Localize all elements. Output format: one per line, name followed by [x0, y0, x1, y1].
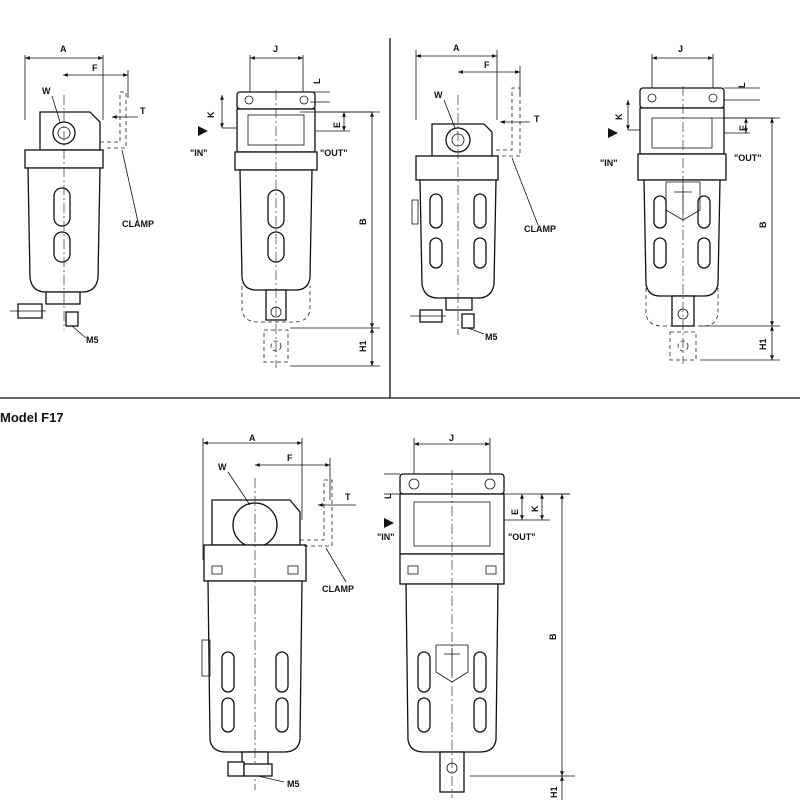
- dim-label-h1: H1: [358, 340, 368, 352]
- port-label-m5: M5: [86, 335, 99, 345]
- dim-label-f: F: [92, 63, 98, 73]
- dim-label-t: T: [534, 114, 540, 124]
- view-f17-side: A F W T CLAMP M5: [201, 433, 356, 790]
- label-w: W: [434, 90, 443, 100]
- inlet-label: "IN": [377, 532, 395, 542]
- dim-label-j: J: [273, 44, 278, 54]
- outlet-label: "OUT": [508, 532, 536, 542]
- dim-label-k: K: [614, 113, 624, 120]
- dim-label-t: T: [140, 106, 146, 116]
- dim-label-h1: H1: [549, 786, 559, 798]
- view-top-left-side: A F W T CLAMP M5: [10, 44, 154, 345]
- clamp-label: CLAMP: [122, 219, 154, 229]
- outlet-label: "OUT": [320, 148, 348, 158]
- dim-label-e: E: [510, 509, 520, 515]
- dim-label-f: F: [484, 60, 490, 70]
- port-label-m5: M5: [485, 332, 498, 342]
- outlet-label: "OUT": [734, 153, 762, 163]
- dim-label-f: F: [287, 453, 293, 463]
- view-top-left-front: J L K "IN" "OUT" E B: [190, 44, 380, 368]
- clamp-label: CLAMP: [524, 224, 556, 234]
- view-top-right-side: A F W T CLAMP M5: [410, 43, 556, 342]
- dim-label-b: B: [758, 221, 768, 228]
- dim-label-e: E: [738, 125, 748, 131]
- dim-label-a: A: [453, 43, 460, 53]
- dim-label-a: A: [249, 433, 256, 443]
- dim-label-k: K: [530, 505, 540, 512]
- dim-label-l: L: [312, 78, 322, 84]
- dim-label-t: T: [345, 492, 351, 502]
- dim-label-e: E: [332, 122, 342, 128]
- label-w: W: [218, 462, 227, 472]
- label-w: W: [42, 86, 51, 96]
- view-f17-front: J L "IN" "OUT" E K B H1: [377, 433, 575, 800]
- dim-label-b: B: [358, 218, 368, 225]
- port-label-m5: M5: [287, 779, 300, 789]
- view-top-right-front: J L K "IN" "OUT" E B: [600, 44, 780, 364]
- dim-label-b: B: [548, 633, 558, 640]
- dim-label-l: L: [383, 493, 393, 499]
- inlet-label: "IN": [600, 158, 618, 168]
- clamp-label: CLAMP: [322, 584, 354, 594]
- dim-label-k: K: [206, 111, 216, 118]
- dim-label-a: A: [60, 44, 67, 54]
- dim-label-j: J: [449, 433, 454, 443]
- section-title: Model F17: [0, 410, 64, 425]
- dim-label-j: J: [678, 44, 683, 54]
- dim-label-l: L: [737, 82, 747, 88]
- inlet-label: "IN": [190, 148, 208, 158]
- dim-label-h1: H1: [758, 338, 768, 350]
